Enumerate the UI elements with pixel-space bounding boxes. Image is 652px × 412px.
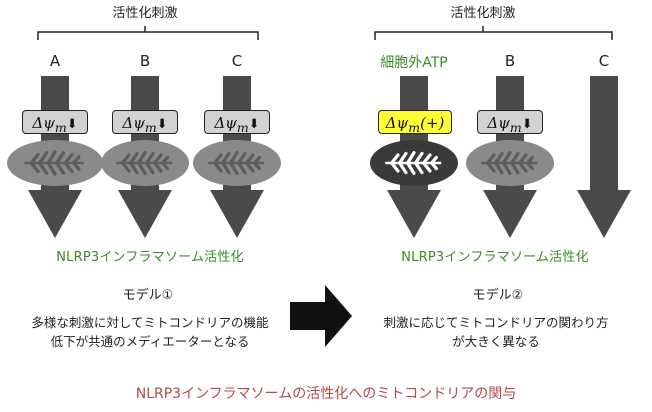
right-model-title: モデル② bbox=[472, 288, 524, 303]
left-description: 多様な刺激に対してミトコンドリアの機能 低下が共通のメディエーターとなる bbox=[31, 315, 269, 349]
brace-left bbox=[37, 26, 259, 40]
psi-box-right-b: Δψm⬇ bbox=[477, 110, 543, 135]
right-description: 刺激に応じてミトコンドリアの関わり方 が大きく異なる bbox=[383, 315, 609, 349]
brace-right bbox=[374, 26, 613, 40]
center-arrow bbox=[290, 285, 352, 347]
left-column-b-label: B bbox=[139, 52, 151, 70]
right-stimulus-title: 活性化刺激 bbox=[450, 6, 516, 21]
left-model-title: モデル① bbox=[122, 288, 174, 303]
psi-box-right-atp: Δψm(+) bbox=[378, 110, 452, 135]
psi-box-left-c: Δψm⬇ bbox=[204, 110, 270, 135]
right-inflammasome-label: NLRP3インフラマソーム活性化 bbox=[401, 250, 589, 265]
left-stimulus-title: 活性化刺激 bbox=[112, 6, 178, 21]
mitochondrion-left-b bbox=[101, 140, 189, 186]
mitochondrion-left-c bbox=[193, 140, 281, 186]
psi-box-left-b: Δψm⬇ bbox=[112, 110, 178, 135]
left-column-c-label: C bbox=[231, 52, 243, 70]
left-column-a-label: A bbox=[49, 52, 61, 70]
mitochondrion-right-b bbox=[466, 140, 554, 186]
figure-caption: NLRP3インフラマソームの活性化へのミトコンドリアの関与 bbox=[135, 386, 517, 402]
psi-box-left-a: Δψm⬇ bbox=[22, 110, 88, 135]
right-column-c-label: C bbox=[598, 52, 610, 70]
arrow-right-c bbox=[577, 76, 631, 238]
mitochondrion-left-a bbox=[7, 140, 103, 186]
right-column-atp-label: 細胞外ATP bbox=[380, 55, 448, 71]
left-inflammasome-label: NLRP3インフラマソーム活性化 bbox=[56, 250, 244, 265]
right-column-b-label: B bbox=[504, 52, 516, 70]
mitochondrion-right-atp bbox=[370, 140, 458, 186]
